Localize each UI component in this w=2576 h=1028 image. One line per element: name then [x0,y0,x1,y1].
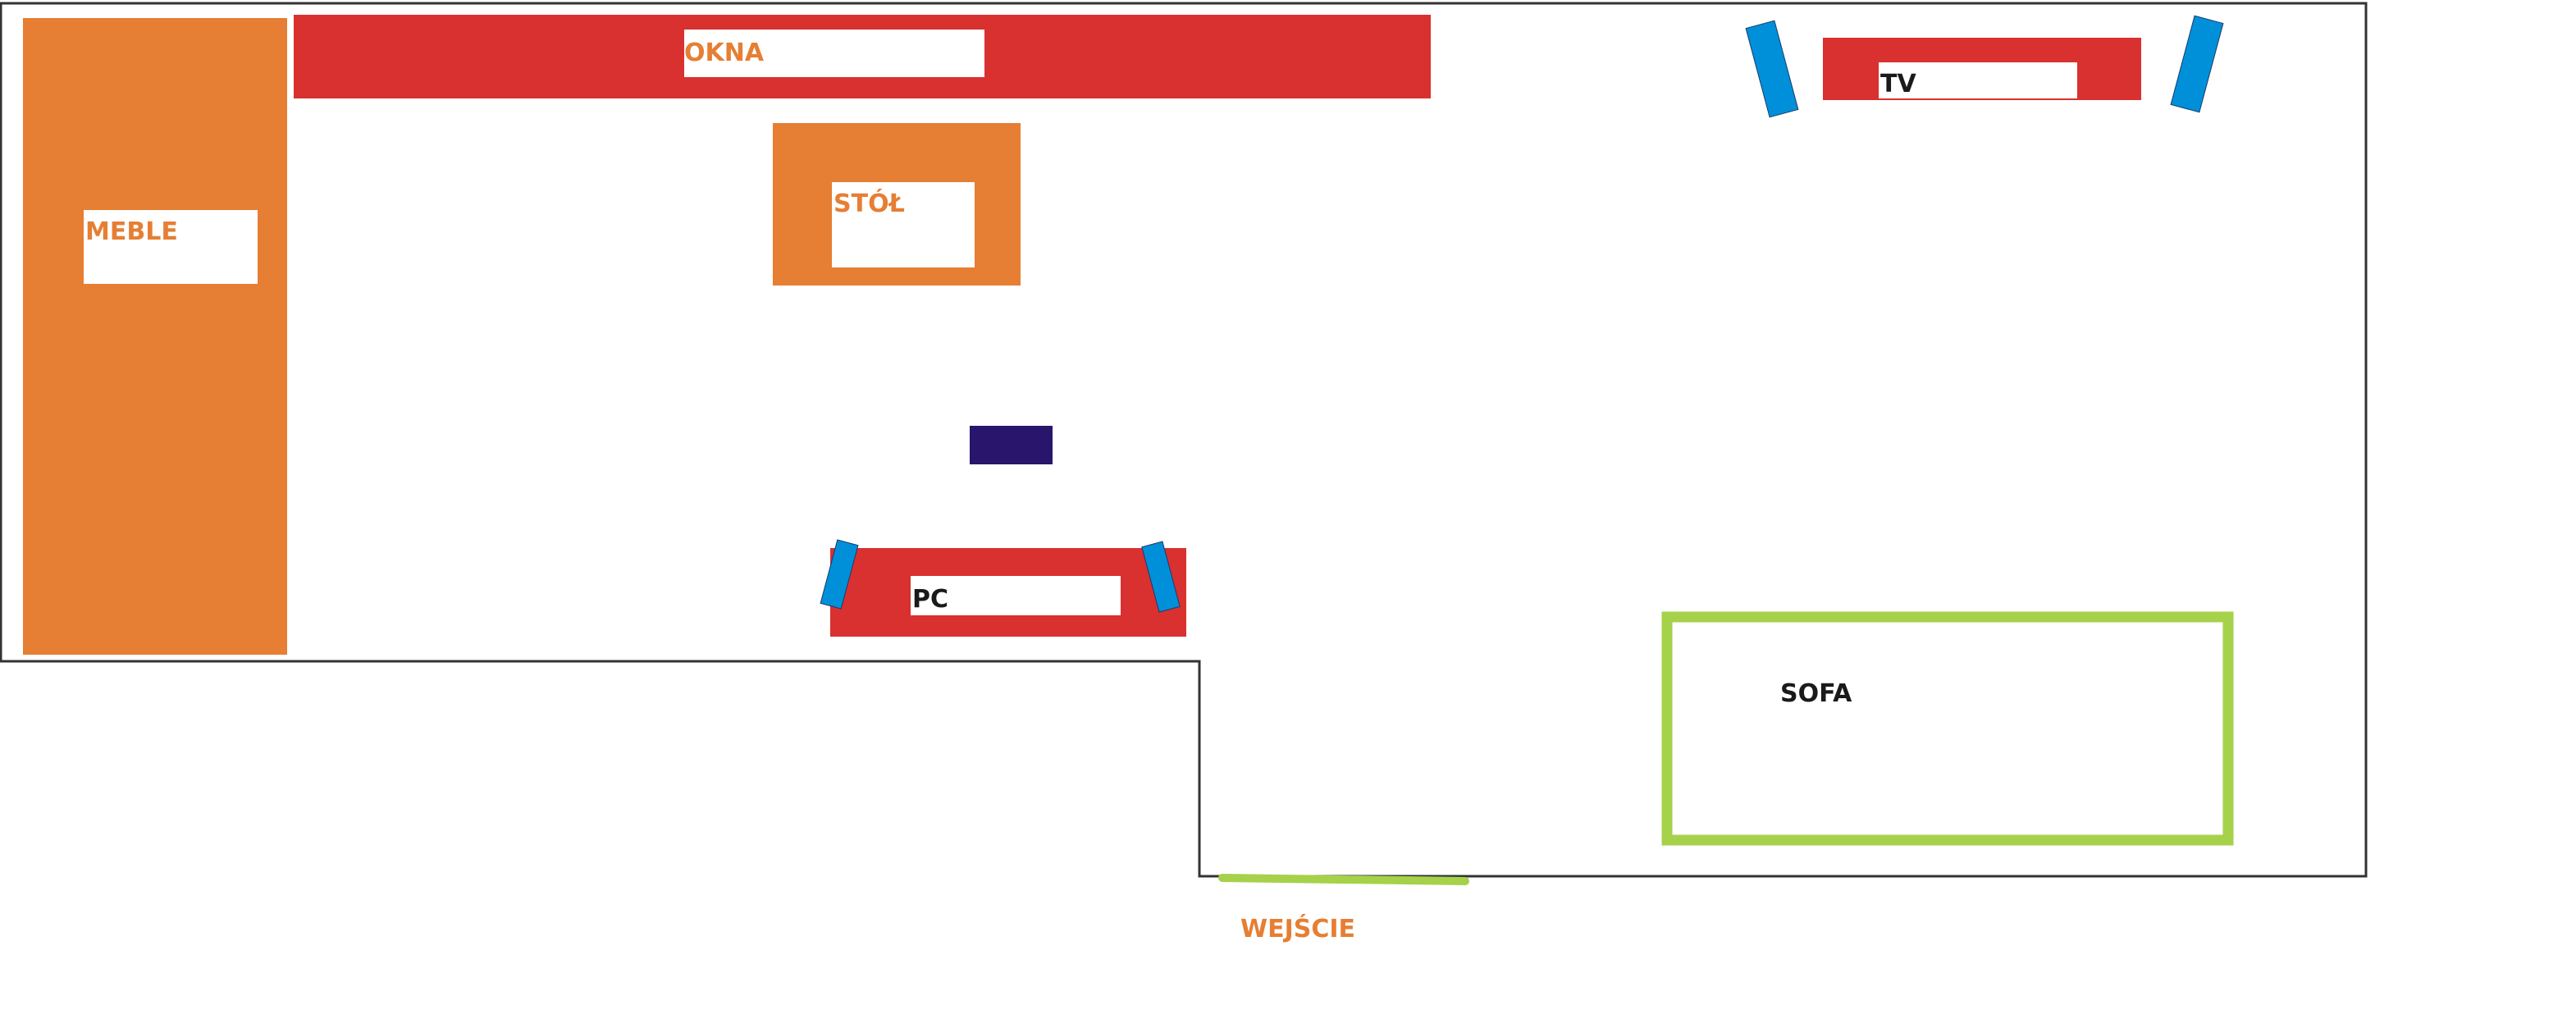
tv-label: TV [1880,70,1916,98]
entrance: WEJŚCIE [1218,874,1469,943]
pc-label: PC [912,585,948,614]
windows-okna: OKNA [294,15,1431,98]
entrance-label: WEJŚCIE [1240,913,1355,943]
speaker-icon [820,539,859,610]
furniture-meble: MEBLE [23,18,287,655]
windows-label: OKNA [684,39,765,67]
furniture-label: MEBLE [85,217,178,246]
table-label: STÓŁ [834,188,905,218]
pc-desk: PC [820,539,1186,637]
sofa: SOFA [1661,611,2234,846]
tv-stand: TV [1745,15,2224,118]
chair-block [970,426,1053,464]
room-walls [0,2,2368,878]
speaker-icon [1745,20,1799,118]
table-stol: STÓŁ [773,123,1021,286]
speaker-icon [1141,541,1181,613]
sofa-label: SOFA [1780,679,1852,708]
speaker-icon [2170,15,2224,113]
